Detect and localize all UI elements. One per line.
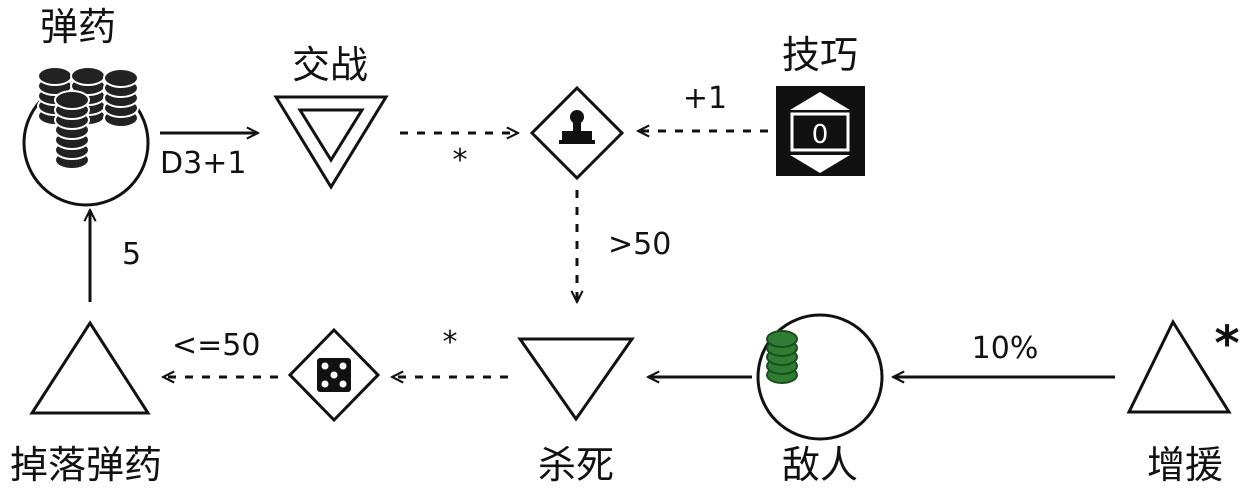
stepper-up-arrow[interactable] [790,92,850,110]
engage-label: 交战 [292,43,368,87]
token-pool-icon [766,330,798,384]
double-triangle-down-icon [273,95,389,190]
enemy-node[interactable]: 敌人 [756,313,884,487]
dice-icon [317,358,351,392]
edge-skill-gate[interactable]: +1 [638,81,768,131]
triangle-up-icon [29,320,151,415]
stepper-icon[interactable] [776,86,865,176]
edge-dice-drop[interactable]: <=50 [163,328,278,377]
edge-label: <=50 [172,328,260,363]
edge-label: +1 [683,81,727,116]
token-stack-icon [37,66,139,170]
gate-node[interactable] [529,85,625,181]
edge-label: * [453,143,468,178]
ammo-label: 弹药 [40,5,116,49]
ammo-node[interactable]: 弹药 [22,5,150,207]
skill-value: 0 [812,120,829,150]
triangle-up-icon [1126,318,1232,414]
edge-gate-kill[interactable]: >50 [577,190,671,302]
edge-reinforce-enemy[interactable]: 10% [893,331,1115,377]
edge-kill-dice[interactable]: * [392,325,508,377]
stepper-down-arrow[interactable] [790,155,850,173]
engage-node[interactable]: 交战 [273,43,389,190]
edge-label: * [443,325,458,360]
stamp-icon [559,110,595,144]
kill-node[interactable]: 杀死 [517,337,635,487]
reinforce-node[interactable]: * 增援 [1126,316,1240,487]
edge-engage-gate[interactable]: * [400,133,518,178]
edge-label: >50 [608,227,671,262]
edge-label: 5 [122,237,141,272]
skill-node[interactable]: 技巧 0 [776,33,865,176]
kill-label: 杀死 [538,443,614,487]
drop-label: 掉落弹药 [10,443,162,487]
stepper-value-box [790,112,850,152]
triangle-down-icon [517,337,635,422]
drop-node[interactable]: 掉落弹药 [10,320,162,487]
dice-node[interactable] [287,327,381,423]
edge-ammo-engage[interactable]: D3+1 [160,133,258,181]
edge-label: D3+1 [160,146,246,181]
reinforce-label: 增援 [1147,443,1223,487]
edge-drop-ammo[interactable]: 5 [90,210,141,302]
edge-label: 10% [972,331,1039,366]
enemy-label: 敌人 [782,443,858,487]
start-marker: * [1214,316,1239,372]
skill-label: 技巧 [782,33,858,77]
